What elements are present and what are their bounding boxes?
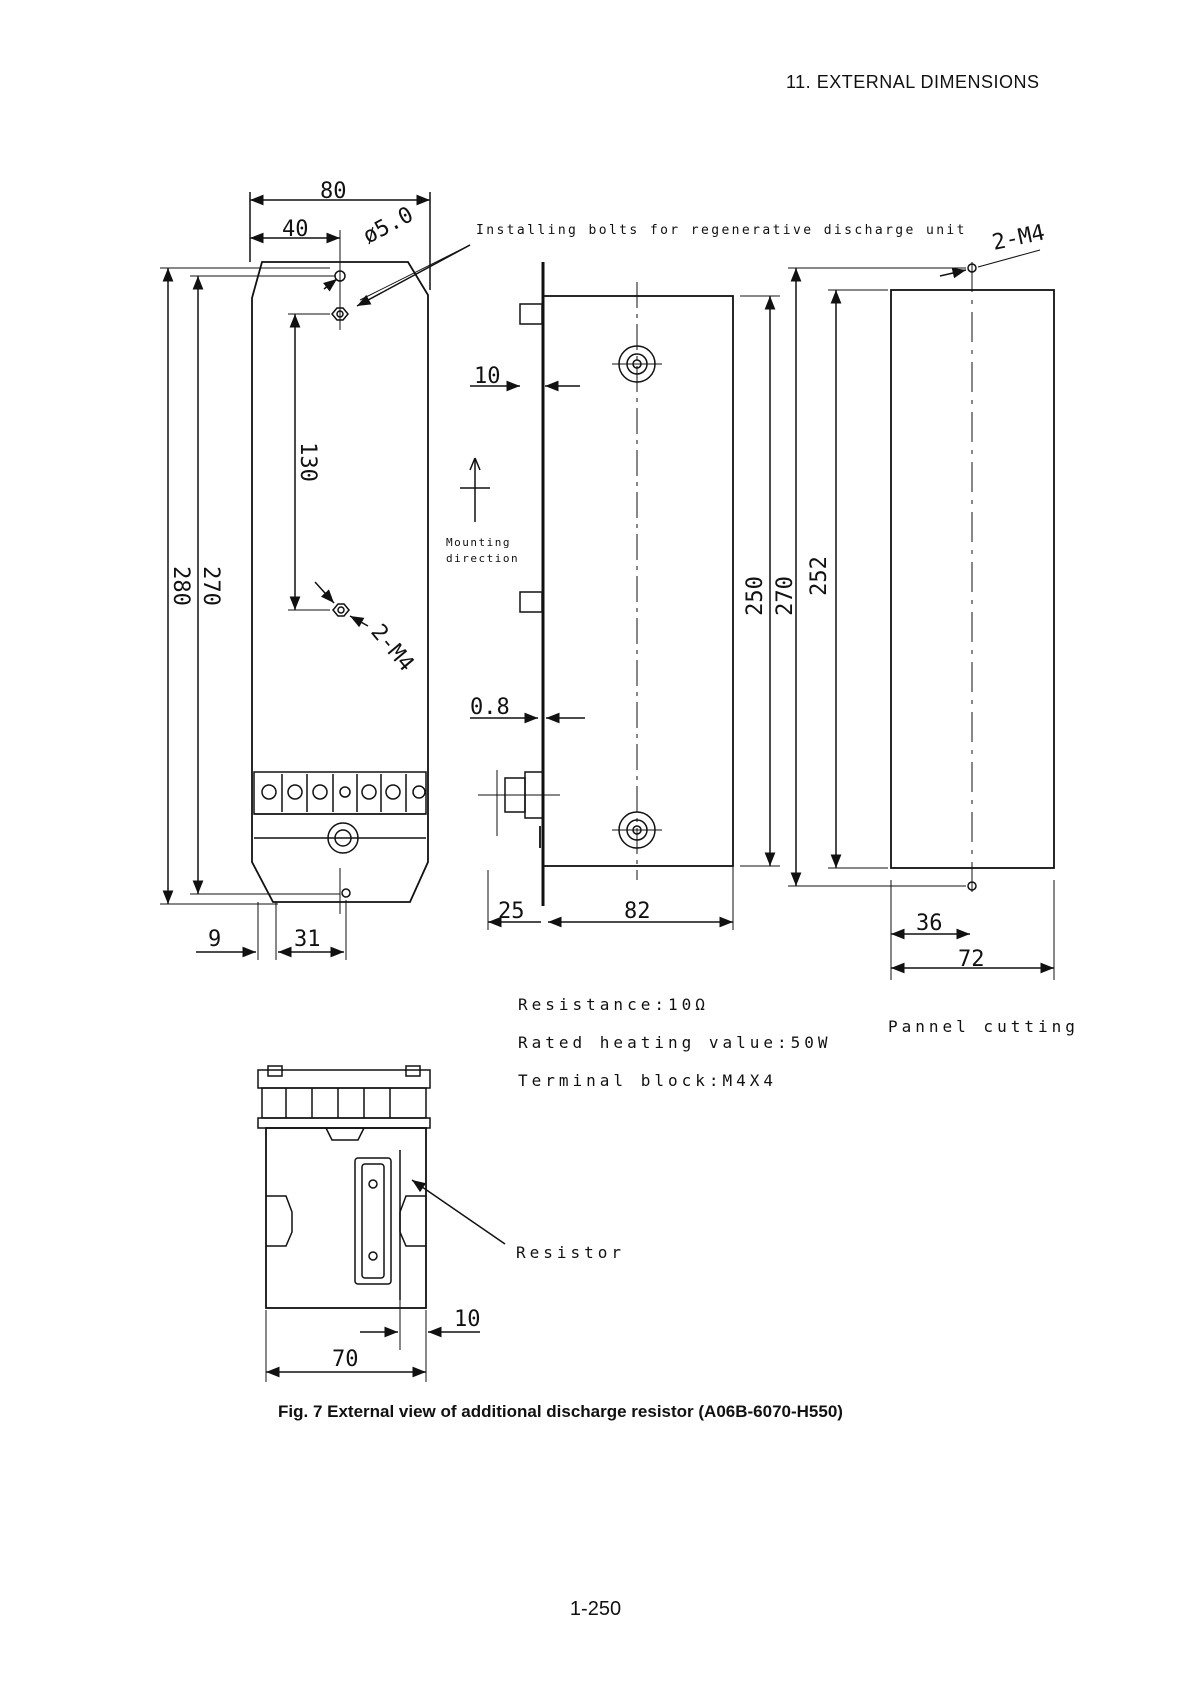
hole-diameter-label: ø5.0 — [359, 202, 418, 249]
dim-side-250: 250 — [743, 576, 768, 616]
dim-panel-36: 36 — [916, 911, 943, 936]
dim-bottom-10: 10 — [454, 1307, 481, 1332]
page-number: 1-250 — [569, 1598, 622, 1620]
thread-front-label: 2-M4 — [365, 620, 418, 677]
hex-nut-icon — [332, 603, 350, 617]
section-header: 11. EXTERNAL DIMENSIONS — [786, 72, 1040, 92]
dim-panel-72: 72 — [958, 947, 985, 972]
terminal-screw-icon — [261, 784, 426, 800]
mounting-direction-label-1: Mounting — [446, 536, 511, 549]
pannel-cutting-label: Pannel cutting — [888, 1017, 1079, 1036]
dim-front-hole-pitch: 130 — [295, 442, 320, 482]
front-view — [160, 192, 471, 960]
dim-front-height-total: 280 — [168, 566, 193, 606]
figure-caption: Fig. 7 External view of additional disch… — [278, 1402, 843, 1421]
dim-side-10: 10 — [474, 364, 501, 389]
mounting-direction-label-2: direction — [446, 552, 519, 565]
dim-front-height-holes: 270 — [198, 566, 223, 606]
side-view — [359, 244, 780, 930]
resistor-label: Resistor — [516, 1243, 625, 1262]
bottom-view — [257, 1065, 506, 1382]
dim-side-82: 82 — [624, 899, 651, 924]
dim-side-08: 0.8 — [470, 695, 510, 720]
dim-front-offset-9: 9 — [208, 927, 221, 952]
dim-side-25: 25 — [498, 899, 525, 924]
dim-front-width: 80 — [320, 179, 347, 204]
dim-bottom-70: 70 — [332, 1347, 359, 1372]
panel-cutting-view — [788, 249, 1055, 980]
dim-front-half: 40 — [282, 217, 309, 242]
spec-rated-heating: Rated heating value:50W — [518, 1033, 832, 1052]
spec-terminal-block: Terminal block:M4X4 — [518, 1071, 777, 1090]
dim-front-offset-31: 31 — [294, 927, 321, 952]
hex-nut-icon — [331, 307, 349, 321]
installing-bolts-label: Installing bolts for regenerative discha… — [476, 223, 967, 238]
spec-resistance: Resistance:10Ω — [518, 995, 709, 1014]
dim-panel-252: 252 — [807, 556, 832, 596]
dim-side-270: 270 — [773, 576, 798, 616]
